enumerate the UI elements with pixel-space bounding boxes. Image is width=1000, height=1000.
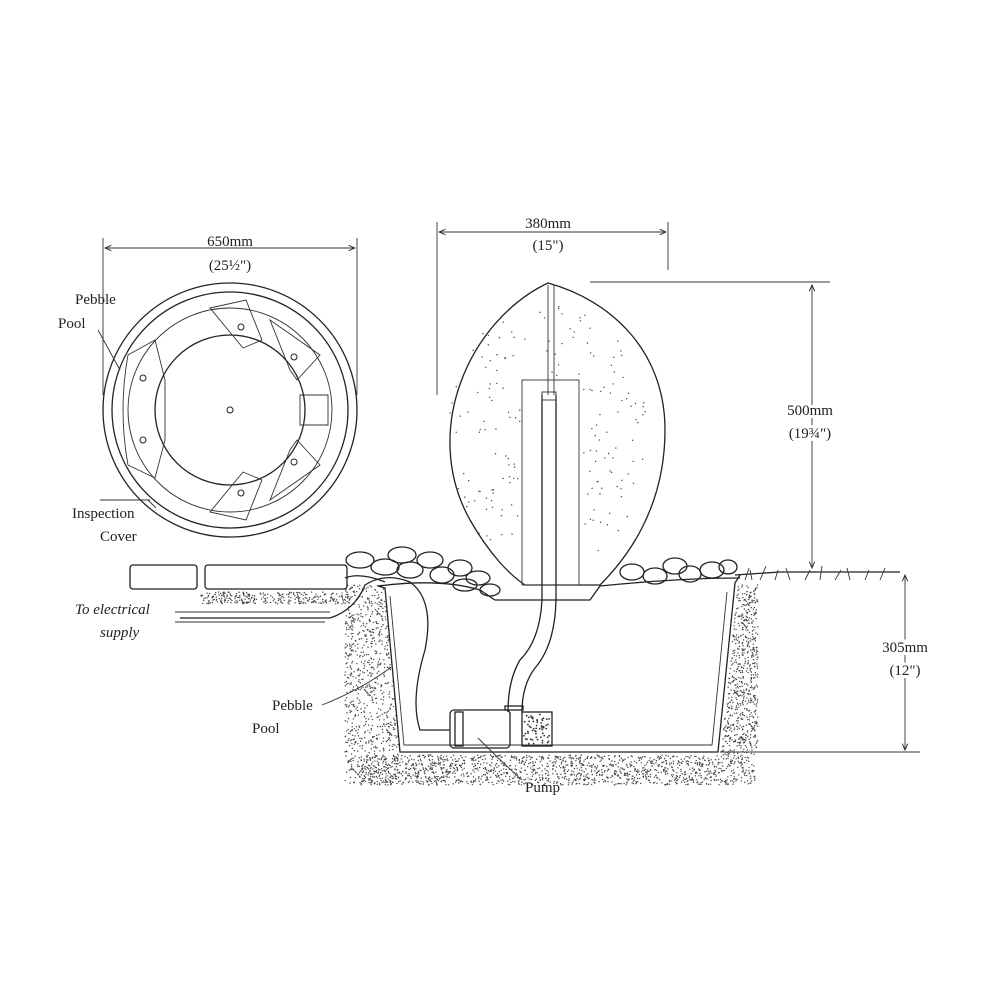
top-pebble-label-2: Pool bbox=[58, 316, 86, 332]
stone-width-in: (15") bbox=[532, 238, 563, 254]
top-width-mm: 650mm bbox=[207, 234, 253, 250]
top-width-in: (25½") bbox=[209, 258, 251, 274]
pump-label: Pump bbox=[525, 780, 560, 796]
inspection-cover-panel bbox=[122, 339, 166, 479]
stone-sphere bbox=[449, 282, 666, 586]
inspection-label-1: Inspection bbox=[72, 506, 135, 522]
electrical-label-2: supply bbox=[100, 625, 140, 641]
stone-height-mm: 500mm bbox=[787, 403, 833, 419]
pool-depth-mm: 305mm bbox=[882, 640, 928, 656]
pump-body bbox=[449, 709, 511, 749]
electrical-label-1: To electrical bbox=[75, 602, 150, 618]
stone-width-mm: 380mm bbox=[525, 216, 571, 232]
grille-segments bbox=[122, 299, 329, 521]
side-pebble-label-1: Pebble bbox=[272, 698, 313, 714]
paving-slab bbox=[129, 564, 198, 590]
side-pebble-label-2: Pool bbox=[252, 721, 280, 737]
pump-filter bbox=[521, 711, 553, 747]
soil-stipple bbox=[200, 305, 759, 786]
paving-slab bbox=[204, 564, 348, 590]
pebble-pool-basin bbox=[377, 574, 741, 753]
pebbles bbox=[345, 546, 738, 597]
central-disc bbox=[154, 334, 306, 486]
inspection-label-2: Cover bbox=[100, 529, 137, 545]
stone-core-slot bbox=[521, 379, 580, 586]
grass bbox=[744, 565, 886, 581]
electrical-cable bbox=[180, 577, 450, 731]
pool-depth-in: (12") bbox=[889, 663, 920, 679]
top-pebble-label-1: Pebble bbox=[75, 292, 116, 308]
side-view: 380mm (15") 500mm (19¾") 305mm (12") bbox=[75, 216, 931, 796]
pool-outer-rim bbox=[102, 282, 358, 538]
top-view: 650mm (25½") Pebble Pool Inspect bbox=[58, 234, 358, 545]
delivery-pipe bbox=[507, 395, 543, 713]
stone-height-in: (19¾") bbox=[789, 426, 831, 442]
